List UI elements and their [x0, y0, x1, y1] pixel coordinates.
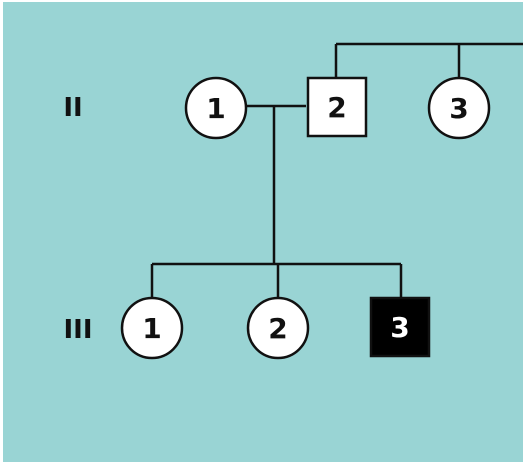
individual-iii3-male-affected: 3 — [369, 296, 431, 358]
individual-iii2-female: 2 — [246, 296, 310, 360]
background — [3, 2, 523, 462]
individual-number: 2 — [268, 312, 287, 345]
individual-iii1-female: 1 — [120, 296, 184, 360]
individual-number: 1 — [142, 312, 161, 345]
female-symbol — [120, 296, 184, 360]
generation-label-ii: II — [63, 93, 82, 123]
individual-number: 3 — [449, 92, 468, 125]
female-symbol — [184, 76, 248, 140]
individual-number: 3 — [390, 311, 409, 344]
pedigree-diagram: II III 1 2 3 1 2 3 — [3, 2, 523, 462]
pedigree-svg: II III 1 2 3 1 2 3 — [3, 2, 523, 462]
female-symbol — [246, 296, 310, 360]
affected-male-symbol — [369, 296, 431, 358]
individual-ii1-female: 1 — [184, 76, 248, 140]
parental-sibship-lines — [334, 42, 523, 78]
individual-number: 1 — [206, 92, 225, 125]
marriage-lines — [150, 104, 403, 298]
female-symbol — [427, 76, 491, 140]
individual-ii2-male: 2 — [306, 76, 368, 138]
male-symbol — [306, 76, 368, 138]
individual-number: 2 — [327, 91, 346, 124]
generation-label-iii: III — [63, 315, 92, 345]
individual-ii3-female: 3 — [427, 76, 491, 140]
